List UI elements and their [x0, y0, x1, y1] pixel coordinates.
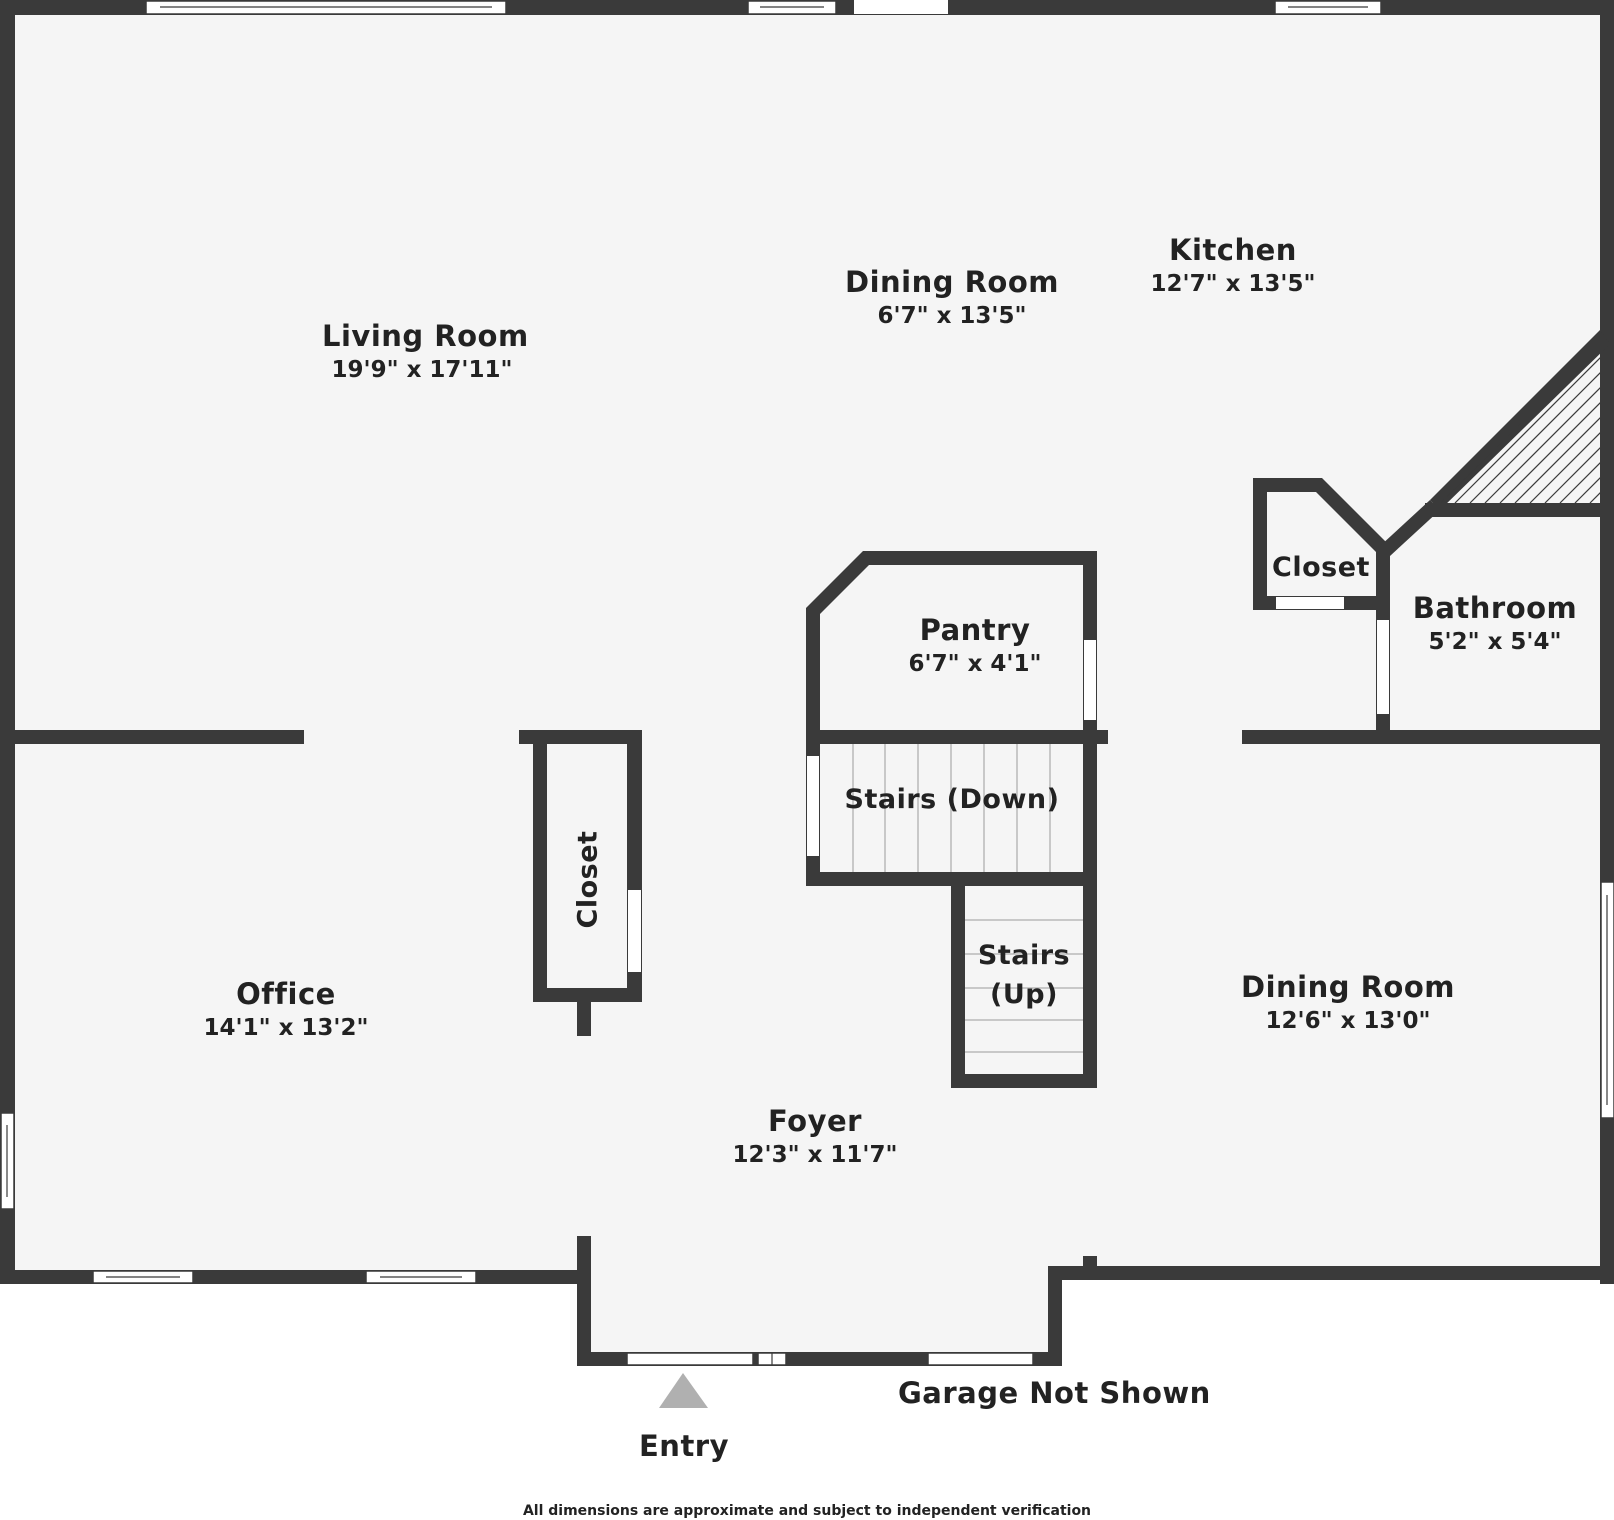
room-name: Closet	[1272, 552, 1370, 583]
office-label: Office 14'1" x 13'2"	[186, 980, 386, 1040]
room-dimensions: 12'6" x 13'0"	[1265, 1008, 1431, 1034]
living-room-label: Living Room 19'9" x 17'11"	[322, 319, 529, 383]
kitchen-closet-label: Closet	[1265, 554, 1377, 581]
stairs-up-label: Stairs (Up)	[965, 942, 1083, 1008]
bathroom-label: Bathroom 5'2" x 5'4"	[1410, 594, 1580, 654]
dining-room-lower-label: Dining Room 12'6" x 13'0"	[1238, 973, 1458, 1033]
room-dimensions: 5'2" x 5'4"	[1428, 629, 1562, 655]
kitchen-label: Kitchen 12'7" x 13'5"	[1148, 236, 1318, 296]
room-dimensions: 12'7" x 13'5"	[1150, 271, 1316, 297]
entry-label: Entry	[638, 1429, 730, 1463]
room-dimensions: 12'3" x 11'7"	[732, 1142, 898, 1168]
interior-walls	[0, 330, 1614, 1088]
room-dimensions: 19'9" x 17'11"	[331, 357, 513, 383]
room-name: Office	[236, 977, 336, 1011]
room-name: Stairs (Down)	[844, 784, 1060, 815]
room-name: Living Room	[322, 319, 529, 353]
foyer-label: Foyer 12'3" x 11'7"	[725, 1107, 905, 1167]
room-name: Dining Room	[1241, 970, 1455, 1004]
room-name: Dining Room	[845, 265, 1059, 299]
room-name: Kitchen	[1169, 233, 1297, 267]
room-name-line2: (Up)	[990, 979, 1058, 1010]
room-name: Foyer	[768, 1104, 862, 1138]
pantry-label: Pantry 6'7" x 4'1"	[880, 616, 1070, 676]
room-name: Bathroom	[1412, 591, 1578, 625]
room-name: Pantry	[919, 613, 1031, 647]
room-dimensions: 6'7" x 13'5"	[877, 303, 1027, 329]
disclaimer-text: All dimensions are approximate and subje…	[522, 1503, 1092, 1519]
room-name-line1: Stairs	[977, 940, 1071, 971]
stairs-down-treads	[852, 744, 1051, 872]
room-dimensions: 14'1" x 13'2"	[203, 1015, 369, 1041]
entry-arrow-icon	[659, 1373, 708, 1408]
room-dimensions: 6'7" x 4'1"	[908, 651, 1042, 677]
room-name: Closet	[572, 830, 604, 929]
dining-room-upper-label: Dining Room 6'7" x 13'5"	[842, 268, 1062, 328]
garage-note: Garage Not Shown	[898, 1376, 1211, 1410]
office-closet-label: Closet	[572, 810, 604, 950]
windows	[0, 0, 1614, 1366]
stairs-down-label: Stairs (Down)	[835, 786, 1069, 813]
stairs-up-treads	[965, 919, 1083, 1053]
